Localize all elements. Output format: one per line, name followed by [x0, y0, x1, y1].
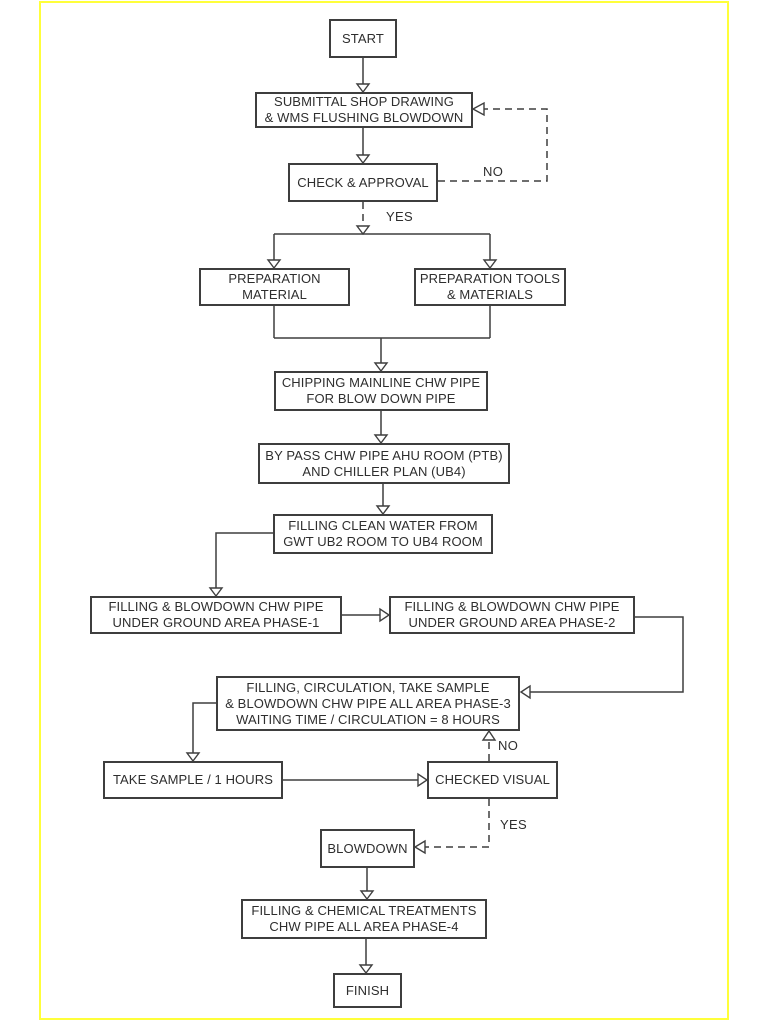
edge-chipping-to-bypass — [373, 411, 389, 445]
node-filling-clean-water: FILLING CLEAN WATER FROM GWT UB2 ROOM TO… — [273, 514, 493, 554]
edge-split-to-prep-tools — [482, 234, 498, 270]
edge-check-yes-to-split — [355, 202, 371, 236]
edge-submittal-to-check — [355, 128, 371, 165]
edge-phase1-to-phase2 — [342, 607, 391, 623]
edge-label-yes-top: YES — [386, 209, 413, 224]
node-blowdown: BLOWDOWN — [320, 829, 415, 868]
edge-filling-clean-to-phase1 — [208, 532, 273, 598]
node-submittal-shop-drawing: SUBMITTAL SHOP DRAWING & WMS FLUSHING BL… — [255, 92, 473, 128]
node-checked-visual: CHECKED VISUAL — [427, 761, 558, 799]
edge-merge-to-chipping — [373, 338, 389, 373]
edge-label-no-top: NO — [483, 164, 504, 179]
edge-bypass-to-filling-clean — [375, 484, 391, 516]
node-take-sample: TAKE SAMPLE / 1 HOURS — [103, 761, 283, 799]
node-finish: FINISH — [333, 973, 402, 1008]
node-bypass-chw-pipe: BY PASS CHW PIPE AHU ROOM (PTB) AND CHIL… — [258, 443, 510, 484]
edge-phase2-to-phase3 — [519, 616, 684, 700]
edge-check-no-loop — [438, 101, 548, 182]
edge-blowdown-to-phase4 — [359, 868, 375, 901]
edge-checked-visual-yes-to-blowdown — [413, 799, 490, 855]
node-check-and-approval: CHECK & APPROVAL — [288, 163, 438, 202]
edge-start-to-submittal — [355, 58, 371, 94]
node-preparation-tools-materials: PREPARATION TOOLS & MATERIALS — [414, 268, 566, 306]
edge-take-sample-to-checked-visual — [283, 772, 429, 788]
edge-phase4-to-finish — [358, 939, 374, 975]
edge-phase3-to-take-sample — [185, 702, 216, 763]
node-preparation-material: PREPARATION MATERIAL — [199, 268, 350, 306]
node-filling-blowdown-phase2: FILLING & BLOWDOWN CHW PIPE UNDER GROUND… — [389, 596, 635, 634]
node-chemical-treatments-phase4: FILLING & CHEMICAL TREATMENTS CHW PIPE A… — [241, 899, 487, 939]
node-filling-blowdown-phase1: FILLING & BLOWDOWN CHW PIPE UNDER GROUND… — [90, 596, 342, 634]
node-filling-circulation-phase3: FILLING, CIRCULATION, TAKE SAMPLE & BLOW… — [216, 676, 520, 731]
node-start: START — [329, 19, 397, 58]
edge-label-no-bottom: NO — [498, 738, 519, 753]
edge-split-to-prep-material — [266, 234, 282, 270]
node-chipping-mainline-chw-pipe: CHIPPING MAINLINE CHW PIPE FOR BLOW DOWN… — [274, 371, 488, 411]
edge-merge-bar — [273, 306, 491, 339]
edge-label-yes-bottom: YES — [500, 817, 527, 832]
edge-checked-visual-no-up — [481, 729, 497, 761]
